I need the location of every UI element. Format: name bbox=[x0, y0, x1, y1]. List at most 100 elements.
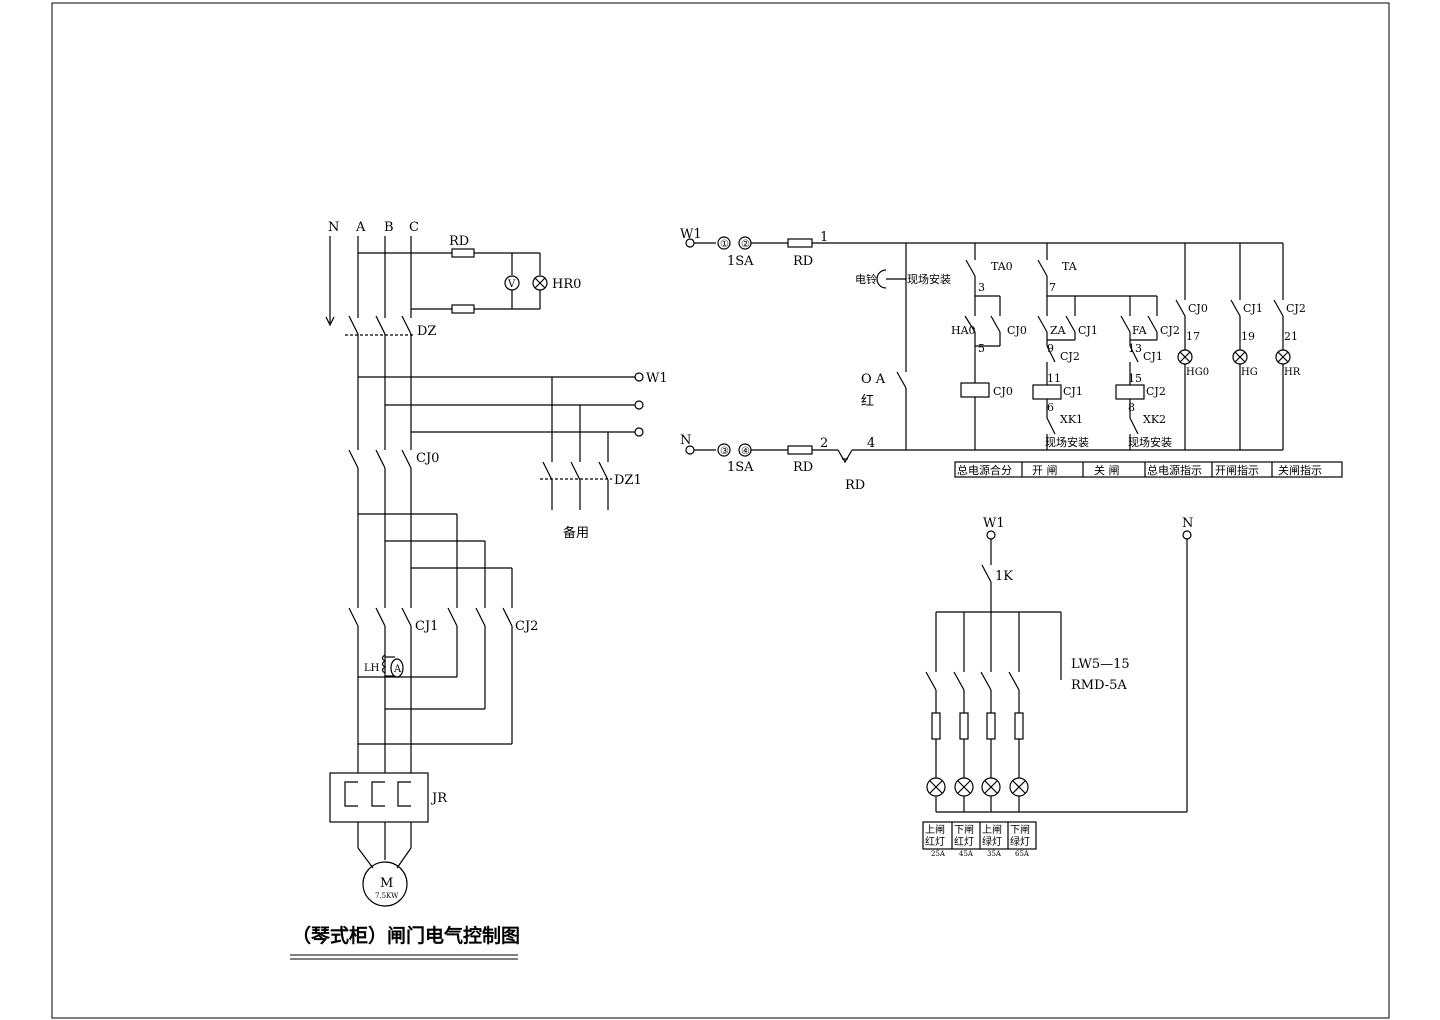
drawing-title: （琴式柜）闸门电气控制图 bbox=[292, 924, 520, 947]
terminal-4: ④ bbox=[741, 446, 750, 457]
hg0-label: HG0 bbox=[1186, 367, 1209, 378]
legend-cell: 总电源指示 bbox=[1147, 463, 1202, 477]
cj1-coil-label: CJ1 bbox=[1063, 385, 1083, 398]
rd-bot-label: RD bbox=[793, 460, 813, 475]
w1-out-label: W1 bbox=[646, 371, 668, 386]
bus-b-label: B bbox=[384, 220, 394, 235]
ammeter-symbol: A bbox=[393, 664, 402, 675]
node-17: 17 bbox=[1186, 330, 1200, 343]
lamp-label-mid: 绿灯 bbox=[982, 835, 1002, 848]
bus-wires bbox=[325, 236, 644, 907]
rd-nc-label: RD bbox=[845, 478, 865, 493]
ta-label: TA bbox=[1062, 260, 1078, 273]
cj0-contact-label: CJ0 bbox=[1188, 302, 1208, 315]
motor-label: M bbox=[380, 876, 393, 891]
cj1-interlock-label: CJ1 bbox=[1143, 350, 1163, 363]
terminal-1: ① bbox=[720, 239, 729, 250]
light-w1-label: W1 bbox=[983, 516, 1005, 531]
lamp-label-top: 上闸 bbox=[982, 823, 1002, 836]
rd-top-label: RD bbox=[793, 254, 813, 269]
node-6: 6 bbox=[1047, 401, 1054, 414]
legend-cell: 关 闸 bbox=[1094, 463, 1120, 477]
node-19: 19 bbox=[1241, 330, 1255, 343]
switch-model-label: LW5—15 bbox=[1071, 657, 1130, 672]
ctrl-w1-label: W1 bbox=[680, 227, 702, 242]
red-label: 红 bbox=[861, 393, 874, 409]
dz-label: DZ bbox=[417, 324, 436, 339]
node-15: 15 bbox=[1128, 372, 1142, 385]
lighting-circuit: W1 N 1K LW5—15 RMD-5A 上闸 红灯 25A 下闸 红灯 45… bbox=[922, 516, 1193, 858]
lamp-label-bot: 45A bbox=[959, 850, 974, 858]
jr-label: JR bbox=[430, 791, 448, 806]
legend-cell: 开 闸 bbox=[1032, 464, 1058, 477]
dz1-label: DZ1 bbox=[614, 473, 642, 488]
ta0-label: TA0 bbox=[991, 260, 1013, 273]
oa-label: O A bbox=[861, 372, 886, 387]
bus-n-label: N bbox=[328, 220, 339, 235]
cj2-main-label: CJ2 bbox=[515, 619, 538, 634]
cj2-hold-label: CJ2 bbox=[1160, 324, 1180, 337]
lamp-label-top: 下闸 bbox=[954, 823, 974, 836]
node-7: 7 bbox=[1049, 281, 1056, 294]
lamp-label-mid: 红灯 bbox=[954, 835, 974, 848]
voltmeter-symbol: V bbox=[507, 279, 516, 290]
lamp-label-mid: 红灯 bbox=[925, 835, 945, 848]
bell-onsite-label: 现场安装 bbox=[907, 272, 951, 286]
xk1-label: XK1 bbox=[1060, 413, 1083, 426]
za-label: ZA bbox=[1050, 324, 1067, 337]
cj0-coil-label: CJ0 bbox=[993, 385, 1013, 398]
node-8: 8 bbox=[1128, 401, 1135, 414]
lh-label: LH bbox=[364, 663, 380, 674]
cj1-main-label: CJ1 bbox=[415, 619, 438, 634]
node-21: 21 bbox=[1284, 330, 1298, 343]
bus-c-label: C bbox=[409, 220, 419, 235]
cj2-interlock-label: CJ2 bbox=[1060, 350, 1080, 363]
legend-cell: 开闸指示 bbox=[1215, 463, 1259, 477]
xk2-label: XK2 bbox=[1143, 413, 1166, 426]
bell-label: 电铃 bbox=[855, 272, 877, 286]
lamp-label-top: 下闸 bbox=[1010, 823, 1030, 836]
hg-label: HG bbox=[1241, 367, 1258, 378]
drawing-frame bbox=[51, 2, 1390, 1019]
cj2-coil-label: CJ2 bbox=[1146, 385, 1166, 398]
switch-1k-label: 1K bbox=[995, 569, 1013, 584]
cj2-contact-label: CJ2 bbox=[1286, 302, 1306, 315]
node-11: 11 bbox=[1047, 372, 1061, 385]
sa-top-label: 1SA bbox=[727, 254, 754, 269]
lamp-label-mid: 绿灯 bbox=[1010, 835, 1030, 848]
node-5: 5 bbox=[978, 342, 985, 355]
terminal-3: ③ bbox=[720, 446, 729, 457]
fuse-model-label: RMD-5A bbox=[1071, 678, 1127, 693]
node-9: 9 bbox=[1047, 342, 1054, 355]
lamp-label-bot: 25A bbox=[931, 850, 946, 858]
cj0-hold-label: CJ0 bbox=[1007, 324, 1027, 337]
bus-a-label: A bbox=[355, 220, 366, 235]
lamp-label-top: 上闸 bbox=[925, 823, 945, 836]
ha0-label: HA0 bbox=[951, 324, 976, 337]
lamp-label-bot: 35A bbox=[987, 850, 1002, 858]
rd-label: RD bbox=[449, 234, 469, 249]
control-circuit: W1 N ① ② ③ ④ 1SA 1SA RD RD RD 1 2 4 电铃 现… bbox=[680, 227, 1343, 493]
node-2: 2 bbox=[820, 436, 828, 451]
legend-cell: 总电源合分 bbox=[957, 463, 1012, 477]
sa-bot-label: 1SA bbox=[727, 460, 754, 475]
motor-rating: 7.5KW bbox=[375, 892, 399, 900]
spare-label: 备用 bbox=[563, 525, 589, 541]
power-circuit: N A B C bbox=[325, 220, 668, 907]
hr-label: HR bbox=[1284, 367, 1301, 378]
legend-cell: 关闸指示 bbox=[1278, 463, 1322, 477]
cj1-hold-label: CJ1 bbox=[1078, 324, 1098, 337]
terminal-2: ② bbox=[741, 239, 750, 250]
fa-label: FA bbox=[1132, 324, 1148, 337]
cj0-main-label: CJ0 bbox=[416, 451, 439, 466]
node-1: 1 bbox=[820, 230, 828, 245]
light-n-label: N bbox=[1182, 516, 1193, 531]
cj1-contact-label: CJ1 bbox=[1243, 302, 1263, 315]
hr0-label: HR0 bbox=[552, 277, 581, 292]
node-4: 4 bbox=[867, 436, 875, 451]
xk1-onsite-label: 现场安装 bbox=[1045, 435, 1089, 449]
node-13: 13 bbox=[1128, 342, 1142, 355]
xk2-onsite-label: 现场安装 bbox=[1128, 435, 1172, 449]
lamp-label-bot: 65A bbox=[1015, 850, 1030, 858]
